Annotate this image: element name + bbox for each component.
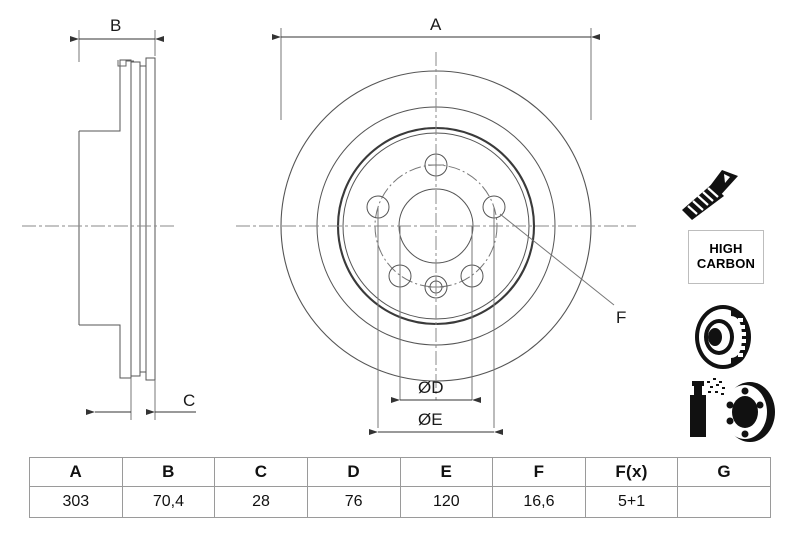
- vent-channel: [140, 65, 147, 373]
- hat-step-detail: [117, 60, 134, 67]
- value-cell-b: 70,4: [121, 486, 216, 518]
- value-cell-e: 120: [399, 486, 494, 518]
- dimension-c: [86, 378, 196, 420]
- f-leader: [499, 213, 615, 306]
- friction-ring-outer: [145, 57, 156, 381]
- dim-label-e-dia: ØE: [418, 410, 443, 429]
- table-value-row: 303 70,4 28 76 120 16,6 5+1: [29, 486, 771, 518]
- countersunk-screw-icon: [682, 170, 738, 220]
- vented-brake-disc-icon: [695, 305, 751, 369]
- header-cell-f: F: [492, 457, 586, 487]
- header-cell-b: B: [121, 457, 216, 487]
- front-view: [236, 52, 636, 428]
- spray-coated-disc-icon: [690, 378, 775, 442]
- value-cell-g: [677, 486, 771, 518]
- high-carbon-badge: HIGH CARBON: [688, 230, 764, 284]
- hub-profile: [79, 59, 132, 379]
- header-cell-g: G: [677, 457, 771, 487]
- specification-table: A B C D E F F(x) G 303 70,4 28 76 120 16…: [29, 457, 771, 518]
- value-cell-f: 16,6: [492, 486, 586, 518]
- table-header-row: A B C D E F F(x) G: [29, 457, 771, 487]
- dim-label-c: C: [183, 391, 196, 410]
- high-carbon-line1: HIGH: [709, 241, 743, 257]
- header-cell-fx: F(x): [584, 457, 679, 487]
- feature-icon-column: HIGH CARBON: [672, 160, 792, 450]
- value-cell-fx: 5+1: [584, 486, 679, 518]
- value-cell-c: 28: [214, 486, 308, 518]
- dim-label-a: A: [430, 15, 442, 34]
- dim-label-f: F: [616, 308, 627, 327]
- header-cell-c: C: [214, 457, 308, 487]
- dim-label-d-dia: ØD: [418, 378, 444, 397]
- high-carbon-line2: CARBON: [696, 256, 756, 271]
- projection-lines: [377, 207, 495, 428]
- dimension-b: [70, 30, 164, 62]
- value-cell-a: 303: [29, 486, 123, 518]
- side-section-view: [22, 57, 175, 381]
- leader-line-f: [499, 213, 615, 306]
- dimension-a: [272, 28, 600, 120]
- value-cell-d: 76: [306, 486, 401, 518]
- header-cell-a: A: [29, 457, 123, 487]
- friction-ring-inner: [130, 61, 141, 377]
- dim-label-b: B: [110, 16, 122, 35]
- header-cell-d: D: [306, 457, 401, 487]
- header-cell-e: E: [399, 457, 494, 487]
